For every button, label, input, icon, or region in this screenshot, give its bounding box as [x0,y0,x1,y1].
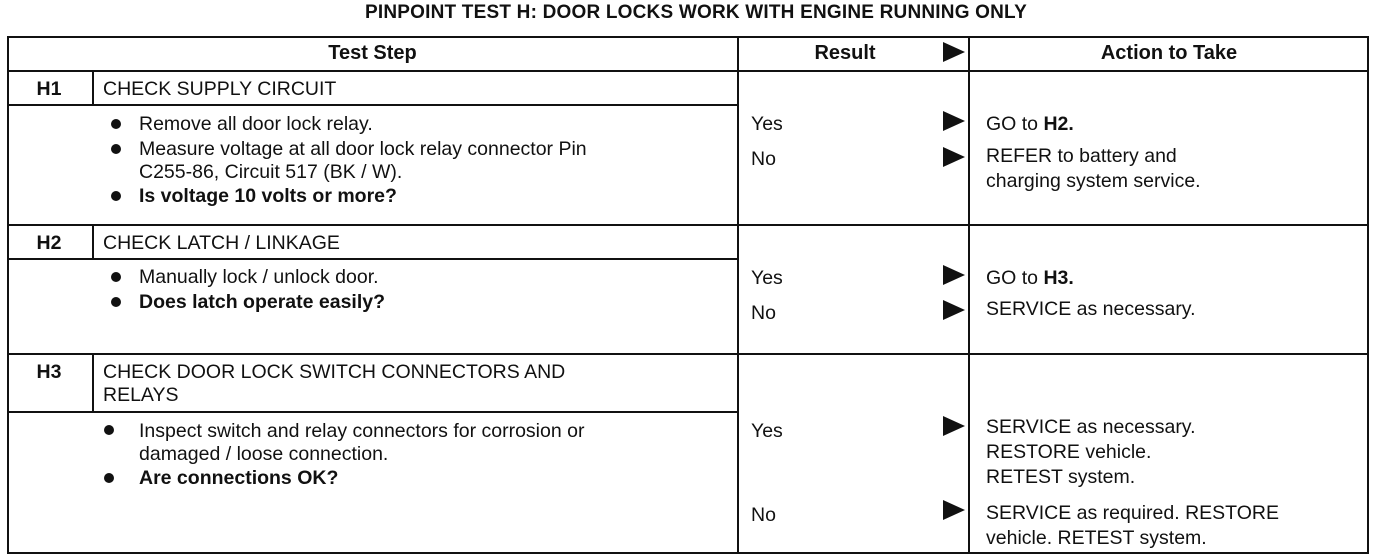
bullet-icon [111,191,121,201]
action-text-part: GO to [986,267,1044,289]
step-heading-underline [8,258,737,260]
page-title: PINPOINT TEST H: DOOR LOCKS WORK WITH EN… [365,2,1027,23]
bullet-icon [111,297,121,307]
row-divider-h2-h3 [8,353,1368,355]
result-no: No [751,504,776,526]
action-text: charging system service. [986,170,1201,192]
bullet-icon [111,272,121,282]
action-text: SERVICE as necessary. [986,416,1196,438]
step-heading-underline [8,104,737,106]
header-result: Result [814,42,876,64]
step-id-divider [92,71,94,105]
action-step-link: H3. [1043,267,1074,289]
action-text: vehicle. RETEST system. [986,527,1207,549]
action-text: SERVICE as required. RESTORE [986,502,1279,524]
action-text: RETEST system. [986,466,1136,488]
pinpoint-test-table [7,36,1369,554]
step-instruction: Measure voltage at all door lock relay c… [139,138,587,160]
column-divider-result [737,37,739,553]
right-arrow-icon [943,265,965,285]
step-heading: RELAYS [103,384,179,406]
step-question: Are connections OK? [139,467,339,489]
header-test-step: Test Step [328,42,417,64]
action-text: SERVICE as necessary. [986,298,1196,320]
right-arrow-icon [943,111,965,131]
right-arrow-icon [943,42,965,62]
action-step-link: H2. [1043,113,1074,135]
action-text: GO to H2. [986,112,1074,137]
row-divider-h1-h2 [8,224,1368,226]
right-arrow-icon [943,500,965,520]
right-arrow-icon [943,147,965,167]
right-arrow-icon [943,300,965,320]
result-no: No [751,148,776,170]
step-question: Does latch operate easily? [139,291,386,313]
bullet-icon [104,425,114,435]
action-text: REFER to battery and [986,145,1177,167]
step-instruction: Inspect switch and relay connectors for … [139,420,585,442]
step-question: Is voltage 10 volts or more? [139,185,397,207]
step-instruction: damaged / loose connection. [139,443,389,465]
step-id-h3: H3 [36,361,62,383]
bullet-icon [111,119,121,129]
header-divider [8,70,1368,72]
step-id-divider [92,225,94,259]
step-instruction: Manually lock / unlock door. [139,266,379,288]
result-yes: Yes [751,113,783,135]
step-heading-underline [8,411,737,413]
right-arrow-icon [943,416,965,436]
result-no: No [751,302,776,324]
step-instruction: Remove all door lock relay. [139,113,373,135]
action-text: RESTORE vehicle. [986,441,1152,463]
result-yes: Yes [751,420,783,442]
header-action-to-take: Action to Take [1100,42,1238,64]
bullet-icon [104,473,114,483]
bullet-icon [111,144,121,154]
column-divider-action [968,37,970,553]
result-yes: Yes [751,267,783,289]
step-heading: CHECK DOOR LOCK SWITCH CONNECTORS AND [103,361,566,383]
step-instruction: C255-86, Circuit 517 (BK / W). [139,161,403,183]
action-text-part: GO to [986,113,1044,135]
step-heading: CHECK LATCH / LINKAGE [103,232,340,254]
action-text: GO to H3. [986,266,1074,291]
step-id-h2: H2 [36,232,62,254]
step-heading: CHECK SUPPLY CIRCUIT [103,78,337,100]
step-id-h1: H1 [36,78,62,100]
step-id-divider [92,354,94,412]
